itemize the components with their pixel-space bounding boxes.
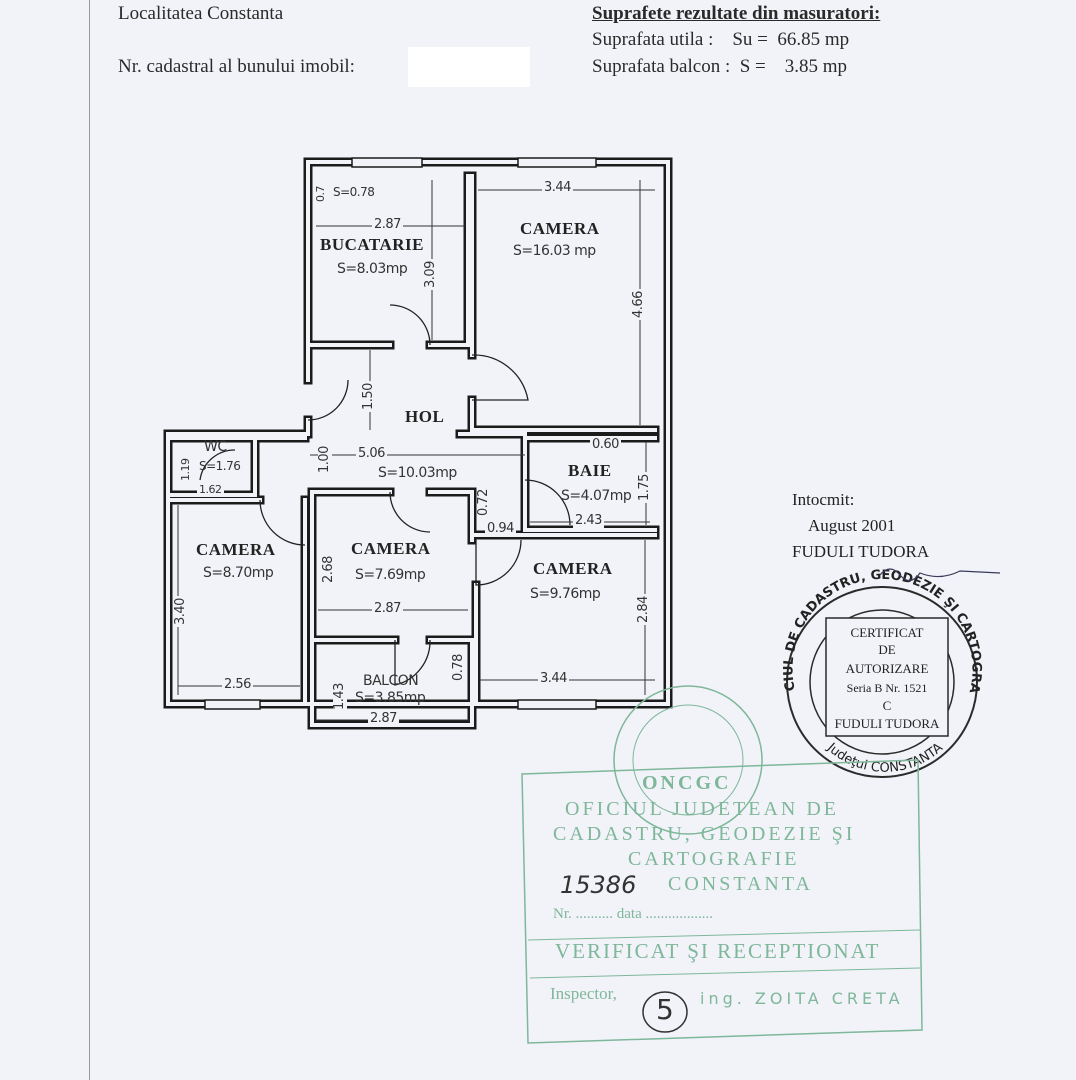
room-area-hall: S=10.03mp — [378, 465, 457, 481]
dim-room4-width: 3.44 — [538, 671, 569, 687]
dim-room2-height: 3.40 — [173, 596, 189, 627]
inspector-name: ing. ZOITA CRETA — [700, 989, 904, 1008]
stamp-line: CERTIFICAT — [851, 625, 924, 640]
stamp-line: AUTORIZARE — [846, 661, 929, 676]
stamp-line: FUDULI TUDORA — [835, 716, 940, 731]
closet-dim: 0.7 — [314, 184, 328, 204]
dim-room4-height: 2.84 — [636, 594, 652, 625]
room-area-wc: S=1.76 — [199, 459, 241, 473]
room-name-camera-1: CAMERA — [520, 219, 600, 238]
circled-mark-ring — [642, 991, 688, 1033]
signature-scribble — [879, 568, 1001, 582]
surfaces-title: Suprafete rezultate din masuratori: — [592, 3, 881, 24]
dim-bath-width: 2.43 — [573, 513, 604, 529]
room-area-camera-2: S=8.70mp — [203, 565, 274, 581]
stamp-ring-bottom: Judeţul CONSTANTA — [823, 740, 946, 776]
dim-hall-height-2: 1.00 — [317, 444, 333, 475]
dim-bath-top: 0.60 — [590, 437, 621, 453]
authorization-stamp: OFICIUL DE CADASTRU, GEODEZIE ŞI CARTOGR… — [0, 0, 984, 778]
reception-seal-text: ONCGC — [642, 772, 732, 794]
room-name-balcony: BALCON — [363, 673, 419, 689]
svg-text:Judeţul CONSTANTA: Judeţul CONSTANTA — [823, 740, 946, 776]
dimension-lines — [177, 180, 655, 721]
room-name-camera-2: CAMERA — [196, 540, 276, 559]
room-area-camera-1: S=16.03 mp — [513, 243, 596, 259]
reception-stamp-line: CONSTANTA — [668, 873, 813, 895]
stamp-line: C — [883, 698, 892, 713]
cadastral-number-label: Nr. cadastral al bunului imobil: — [118, 56, 355, 77]
dim-wc-width: 1.62 — [197, 483, 224, 497]
reception-stamp — [521, 685, 923, 1044]
dim-balcony-height-2: 0.78 — [451, 652, 467, 683]
dim-room2-width: 2.56 — [222, 677, 253, 693]
room-area-kitchen: S=8.03mp — [337, 261, 408, 277]
room-name-hall: HOL — [405, 407, 445, 426]
windows — [204, 157, 597, 710]
room-name-camera-4: CAMERA — [533, 559, 613, 578]
door-swings — [199, 304, 571, 686]
room-area-camera-4: S=9.76mp — [530, 586, 601, 602]
dim-door-b: 0.94 — [485, 521, 516, 537]
dim-balcony-height: 1.43 — [332, 681, 348, 712]
handwritten-number: 15386 — [560, 871, 637, 899]
stamp-line: DE — [878, 642, 895, 657]
svg-text:OFICIUL DE CADASTRU, GEODEZIE: OFICIUL DE CADASTRU, GEODEZIE ŞI CARTOGR… — [0, 0, 984, 695]
prepared-date: August 2001 — [808, 516, 896, 535]
room-area-balcony: S=3.85mp — [355, 690, 426, 706]
dim-balcony-width: 2.87 — [368, 711, 399, 727]
circled-mark: 5 — [656, 993, 674, 1026]
stamp-ring-top: OFICIUL DE CADASTRU, GEODEZIE ŞI CARTOGR… — [0, 0, 984, 695]
prepared-by-label: Intocmit: — [792, 490, 855, 509]
reception-stamp-line: OFICIUL JUDETEAN DE — [565, 798, 840, 820]
room-area-camera-3: S=7.69mp — [355, 567, 426, 583]
inspector-label: Inspector, — [550, 984, 617, 1003]
closet-area: S=0.78 — [333, 185, 375, 199]
room-name-bathroom: BAIE — [568, 461, 612, 480]
reception-number-line: Nr. .......... data .................. — [553, 906, 713, 922]
dim-bath-height: 1.75 — [637, 472, 653, 503]
prepared-by-name: FUDULI TUDORA — [792, 542, 930, 561]
dim-room1-width: 3.44 — [542, 180, 573, 196]
reception-stamp-line: CARTOGRAFIE — [628, 848, 800, 870]
room-name-kitchen: BUCATARIE — [320, 235, 424, 254]
reception-stamp-line: CADASTRU, GEODEZIE ŞI — [553, 823, 856, 845]
useful-surface: Suprafata utila : Su = 66.85 mp — [592, 29, 850, 50]
balcony-surface: Suprafata balcon : S = 3.85 mp — [592, 56, 848, 77]
margin-line — [89, 0, 90, 1080]
stamp-line: Seria B Nr. 1521 — [847, 681, 928, 695]
reception-status: VERIFICAT ŞI RECEPTIONAT — [555, 939, 881, 963]
dim-room3-height: 2.68 — [321, 554, 337, 585]
dim-hall-height: 1.50 — [361, 381, 377, 412]
redacted-cadastral-number — [408, 47, 530, 87]
dim-room1-height: 4.66 — [631, 289, 647, 320]
dim-door-a: 0.72 — [476, 487, 492, 518]
room-name-camera-3: CAMERA — [351, 539, 431, 558]
dim-wc-height: 1.19 — [179, 456, 193, 483]
dim-kitchen-height: 3.09 — [423, 259, 439, 290]
locality-label: Localitatea Constanta — [118, 3, 284, 24]
dim-kitchen-width: 2.87 — [372, 217, 403, 233]
dim-hall-width: 5.06 — [356, 446, 387, 462]
dim-room3-width: 2.87 — [372, 601, 403, 617]
room-name-wc: WC — [204, 439, 227, 455]
room-area-bathroom: S=4.07mp — [561, 488, 632, 504]
